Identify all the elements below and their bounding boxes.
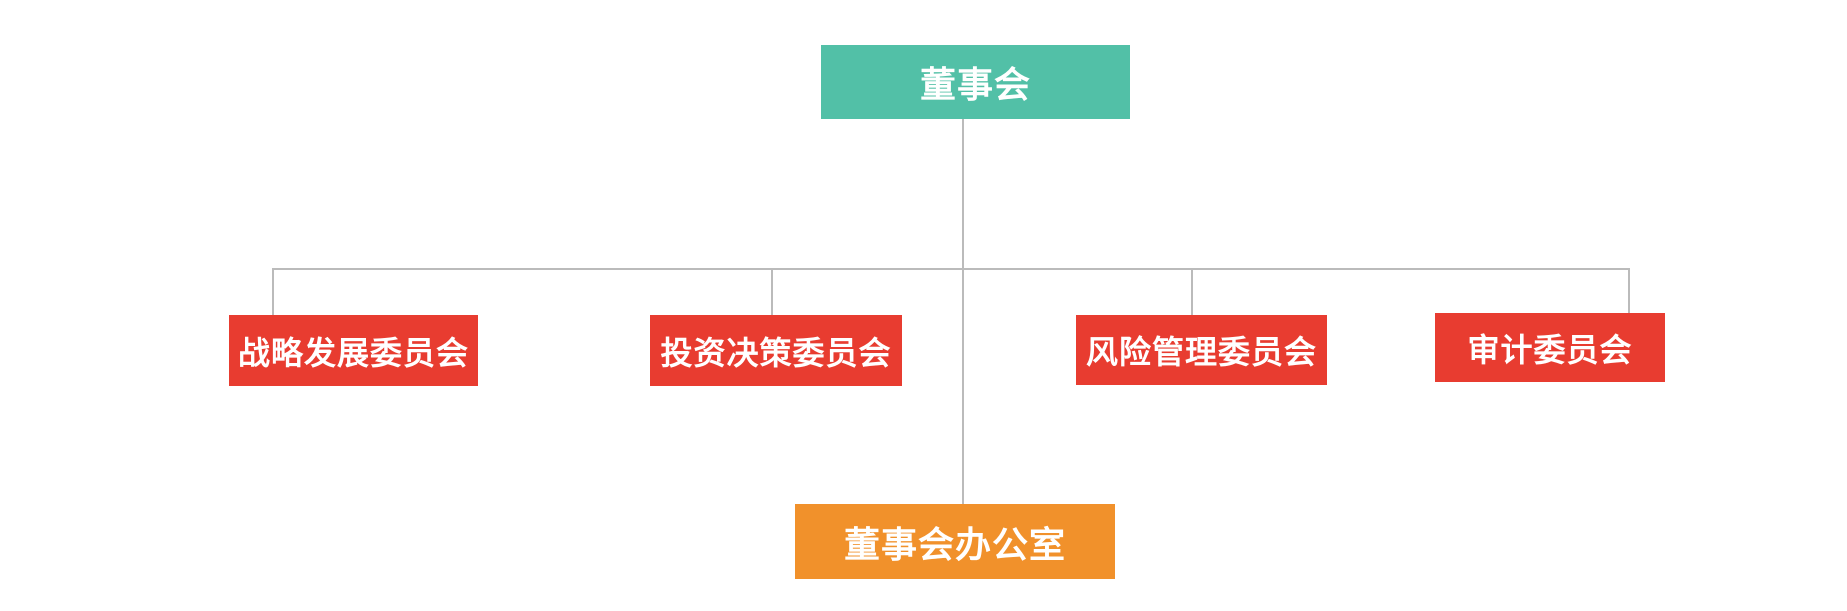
org-node-audit-committee: 审计委员会 [1435,313,1665,382]
connector-vertical-center [962,119,964,505]
connector-horizontal [272,268,1630,270]
org-node-office-label: 董事会办公室 [843,523,1066,565]
org-node-investment-committee: 投资决策委员会 [650,315,902,386]
org-node-board-label: 董事会 [919,64,1031,105]
org-node-risk-label: 风险管理委员会 [1085,334,1317,370]
connector-drop-risk [1191,268,1193,316]
connector-drop-strategy [272,268,274,316]
org-node-board-office: 董事会办公室 [795,504,1115,579]
org-node-strategy-committee: 战略发展委员会 [229,315,478,386]
org-node-board: 董事会 [821,45,1130,119]
org-node-strategy-label: 战略发展委员会 [237,334,469,371]
connector-drop-audit [1628,268,1630,314]
org-node-investment-label: 投资决策委员会 [660,334,892,371]
connector-drop-investment [771,268,773,316]
org-node-risk-committee: 风险管理委员会 [1076,315,1327,385]
org-node-audit-label: 审计委员会 [1467,331,1633,368]
